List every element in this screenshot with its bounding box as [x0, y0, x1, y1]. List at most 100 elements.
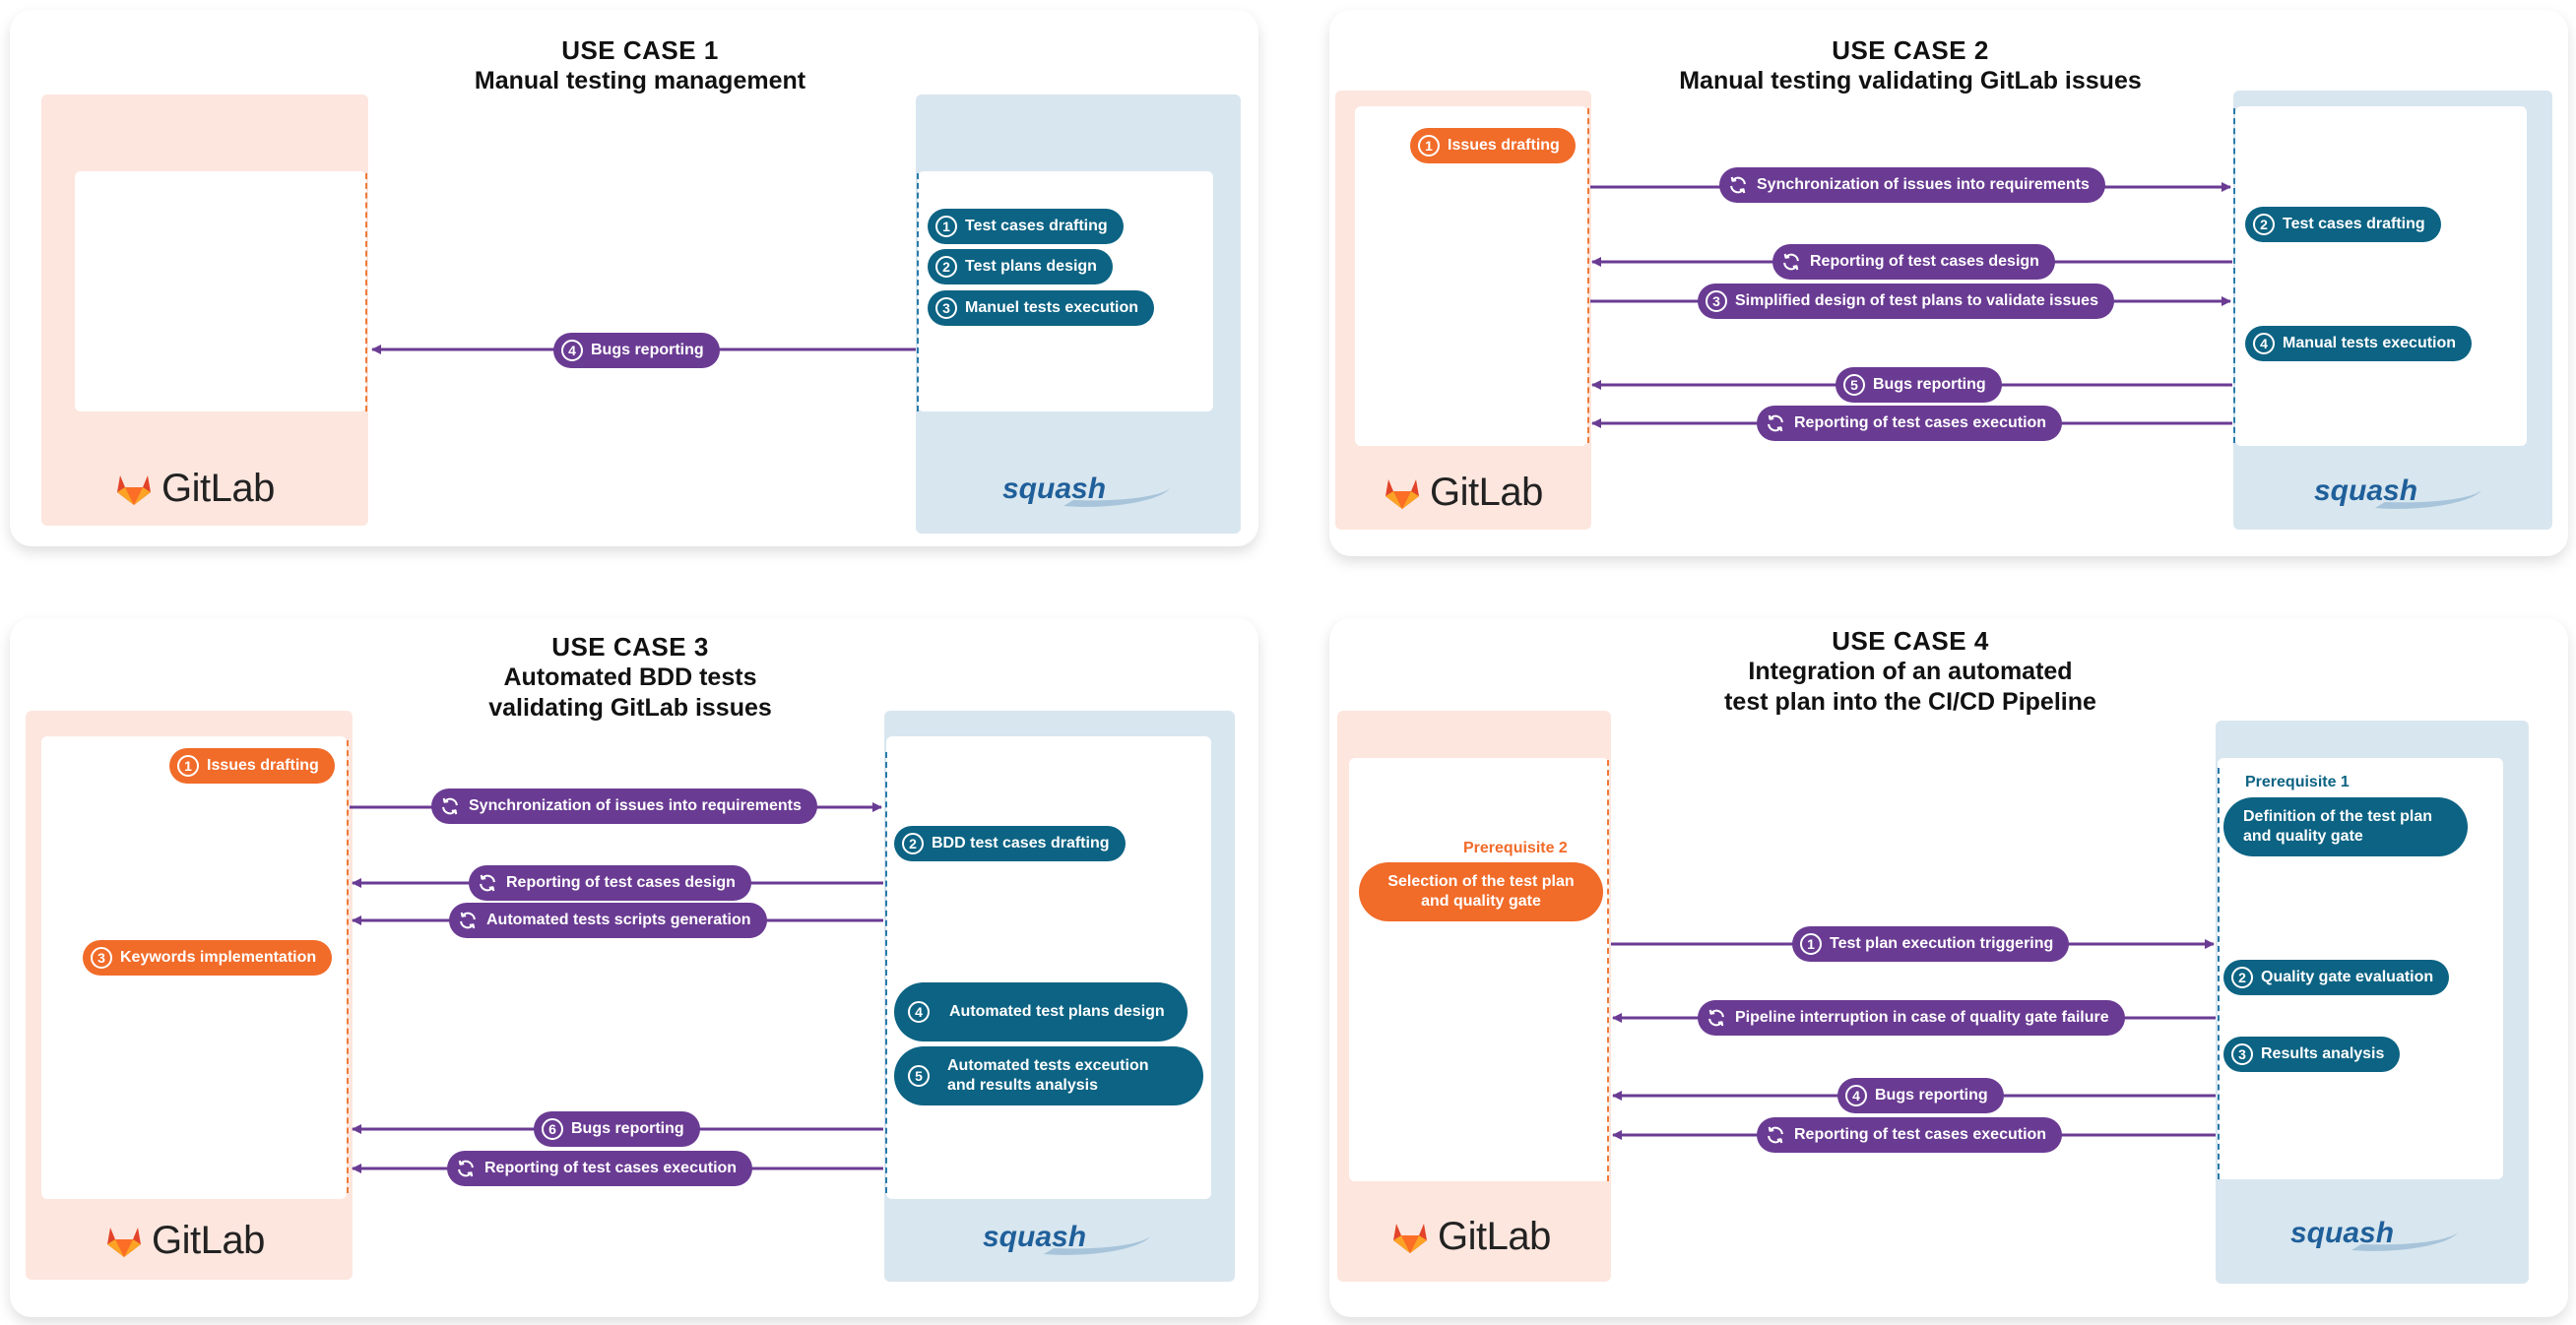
arrow-label: Reporting of test cases execution [1794, 414, 2047, 431]
step-number: 2 [902, 833, 924, 854]
arrow-label-reporting-design: Reporting of test cases design [1772, 244, 2055, 280]
arrow-label: Test plan execution triggering [1830, 935, 2054, 952]
gitlab-lifeline [1587, 108, 1589, 443]
squash-lifeline [917, 173, 919, 411]
step-label: BDD test cases drafting [932, 835, 1110, 852]
gitlab-fox-icon [104, 1224, 144, 1259]
squash-area [886, 736, 1211, 1199]
arrow-label: Reporting of test cases execution [1794, 1126, 2047, 1143]
squash-lifeline [2233, 108, 2235, 443]
gitlab-fox-icon [1383, 475, 1422, 511]
step-test-plans-design: 2 Test plans design [928, 249, 1113, 284]
gitlab-logo: GitLab [114, 467, 275, 511]
prerequisite-2-label: Prerequisite 2 [1463, 840, 1568, 856]
step-number: 4 [908, 1001, 930, 1023]
squash-logo [975, 1219, 1152, 1262]
sync-icon [1706, 1007, 1727, 1029]
step-label: Results analysis [2261, 1045, 2385, 1062]
arrow-label: Bugs reporting [591, 342, 704, 358]
step-number: 3 [2231, 1043, 2253, 1065]
gitlab-fox-icon [1390, 1220, 1430, 1255]
gitlab-logo: GitLab [1383, 471, 1543, 515]
step-label: Issues drafting [207, 757, 319, 774]
step-number: 3 [1706, 290, 1727, 312]
sync-icon [1765, 412, 1786, 434]
step-number: 6 [542, 1118, 563, 1140]
sync-icon [439, 795, 461, 817]
sync-icon [1765, 1124, 1786, 1146]
step-number: 1 [177, 755, 199, 777]
gitlab-lifeline [365, 173, 367, 411]
step-label-line-2: and quality gate [1421, 893, 1541, 910]
arrow-label-reporting-design: Reporting of test cases design [469, 865, 751, 901]
arrow-label: Bugs reporting [1873, 376, 1986, 393]
step-label: Quality gate evaluation [2261, 969, 2434, 985]
squash-lifeline [2218, 768, 2220, 1179]
sync-icon [1727, 174, 1749, 196]
step-number: 5 [908, 1065, 930, 1087]
squash-lifeline [885, 752, 887, 1193]
arrow-label: Bugs reporting [1875, 1087, 1988, 1104]
gitlab-fox-icon [114, 472, 154, 507]
step-quality-gate-evaluation: 2 Quality gate evaluation [2223, 960, 2450, 995]
step-number: 3 [935, 297, 957, 319]
use-case-4-title: USE CASE 4 Integration of an automated t… [1724, 626, 2096, 716]
arrow-label-reporting-execution: Reporting of test cases execution [1757, 406, 2063, 441]
step-automated-tests-execution: 5 Automated tests exceution and results … [894, 1046, 1203, 1105]
sync-icon [477, 872, 498, 894]
sync-icon [457, 910, 479, 931]
step-manual-tests-execution: 3 Manuel tests execution [928, 290, 1155, 326]
step-label: Definition of the test plan and quality … [2243, 807, 2432, 847]
step-number: 4 [1845, 1085, 1867, 1106]
step-label: Test cases drafting [2283, 216, 2425, 232]
arrow-label-bugs-reporting: 6 Bugs reporting [534, 1111, 700, 1147]
step-number: 2 [935, 256, 957, 278]
arrow-label-execution-triggering: 1 Test plan execution triggering [1792, 926, 2070, 962]
step-automated-test-plans-design: 4 Automated test plans design [894, 982, 1188, 1041]
gitlab-wordmark: GitLab [1430, 471, 1543, 514]
arrow-label: Pipeline interruption in case of quality… [1735, 1009, 2109, 1026]
step-number: 1 [1418, 135, 1440, 157]
step-label: Automated tests exceution and results an… [947, 1056, 1148, 1096]
step-manual-tests-execution: 4 Manual tests execution [2245, 326, 2473, 361]
step-label-line-1: Automated tests exceution [947, 1057, 1149, 1074]
step-keywords-implementation: 3 Keywords implementation [83, 940, 333, 976]
step-label-line-2: and quality gate [2243, 828, 2363, 845]
step-number: 2 [2231, 967, 2253, 988]
arrow-label-reporting-execution: Reporting of test cases execution [447, 1151, 753, 1186]
step-label: Automated test plans design [949, 1003, 1165, 1020]
step-bdd-test-cases-drafting: 2 BDD test cases drafting [894, 826, 1126, 861]
step-number: 3 [91, 947, 112, 969]
step-label: Test cases drafting [965, 218, 1108, 234]
gitlab-wordmark: GitLab [1438, 1215, 1551, 1258]
step-selection-test-plan: Selection of the test plan and quality g… [1359, 862, 1603, 921]
arrow-label-simplified-design: 3 Simplified design of test plans to val… [1698, 284, 2114, 319]
step-issues-drafting: 1 Issues drafting [1410, 128, 1576, 163]
squash-logo [995, 471, 1172, 514]
arrow-label-bugs-reporting: 4 Bugs reporting [553, 333, 720, 368]
step-number: 5 [1843, 374, 1865, 396]
arrow-label: Reporting of test cases design [506, 874, 736, 891]
step-number: 4 [2253, 333, 2275, 354]
gitlab-wordmark: GitLab [161, 467, 275, 510]
squash-area [2235, 106, 2527, 446]
arrow-label: Synchronization of issues into requireme… [469, 797, 802, 814]
gitlab-area [1349, 758, 1609, 1181]
step-number: 2 [2253, 214, 2275, 235]
step-label-line-2: and results analysis [947, 1077, 1098, 1094]
step-test-cases-drafting: 1 Test cases drafting [928, 209, 1124, 244]
step-label: Manual tests execution [2283, 335, 2457, 351]
gitlab-logo: GitLab [104, 1219, 265, 1263]
arrow-label: Reporting of test cases execution [484, 1160, 738, 1176]
gitlab-logo: GitLab [1390, 1215, 1551, 1259]
arrow-label: Simplified design of test plans to valid… [1735, 292, 2098, 309]
step-issues-drafting: 1 Issues drafting [169, 748, 335, 784]
squash-logo [2283, 1215, 2460, 1258]
gitlab-area [75, 171, 366, 411]
gitlab-wordmark: GitLab [152, 1219, 265, 1262]
step-label: Manuel tests execution [965, 299, 1139, 316]
step-number: 1 [1800, 933, 1822, 955]
arrow-label-scripts-generation: Automated tests scripts generation [449, 903, 767, 938]
arrow-label: Automated tests scripts generation [486, 912, 751, 928]
